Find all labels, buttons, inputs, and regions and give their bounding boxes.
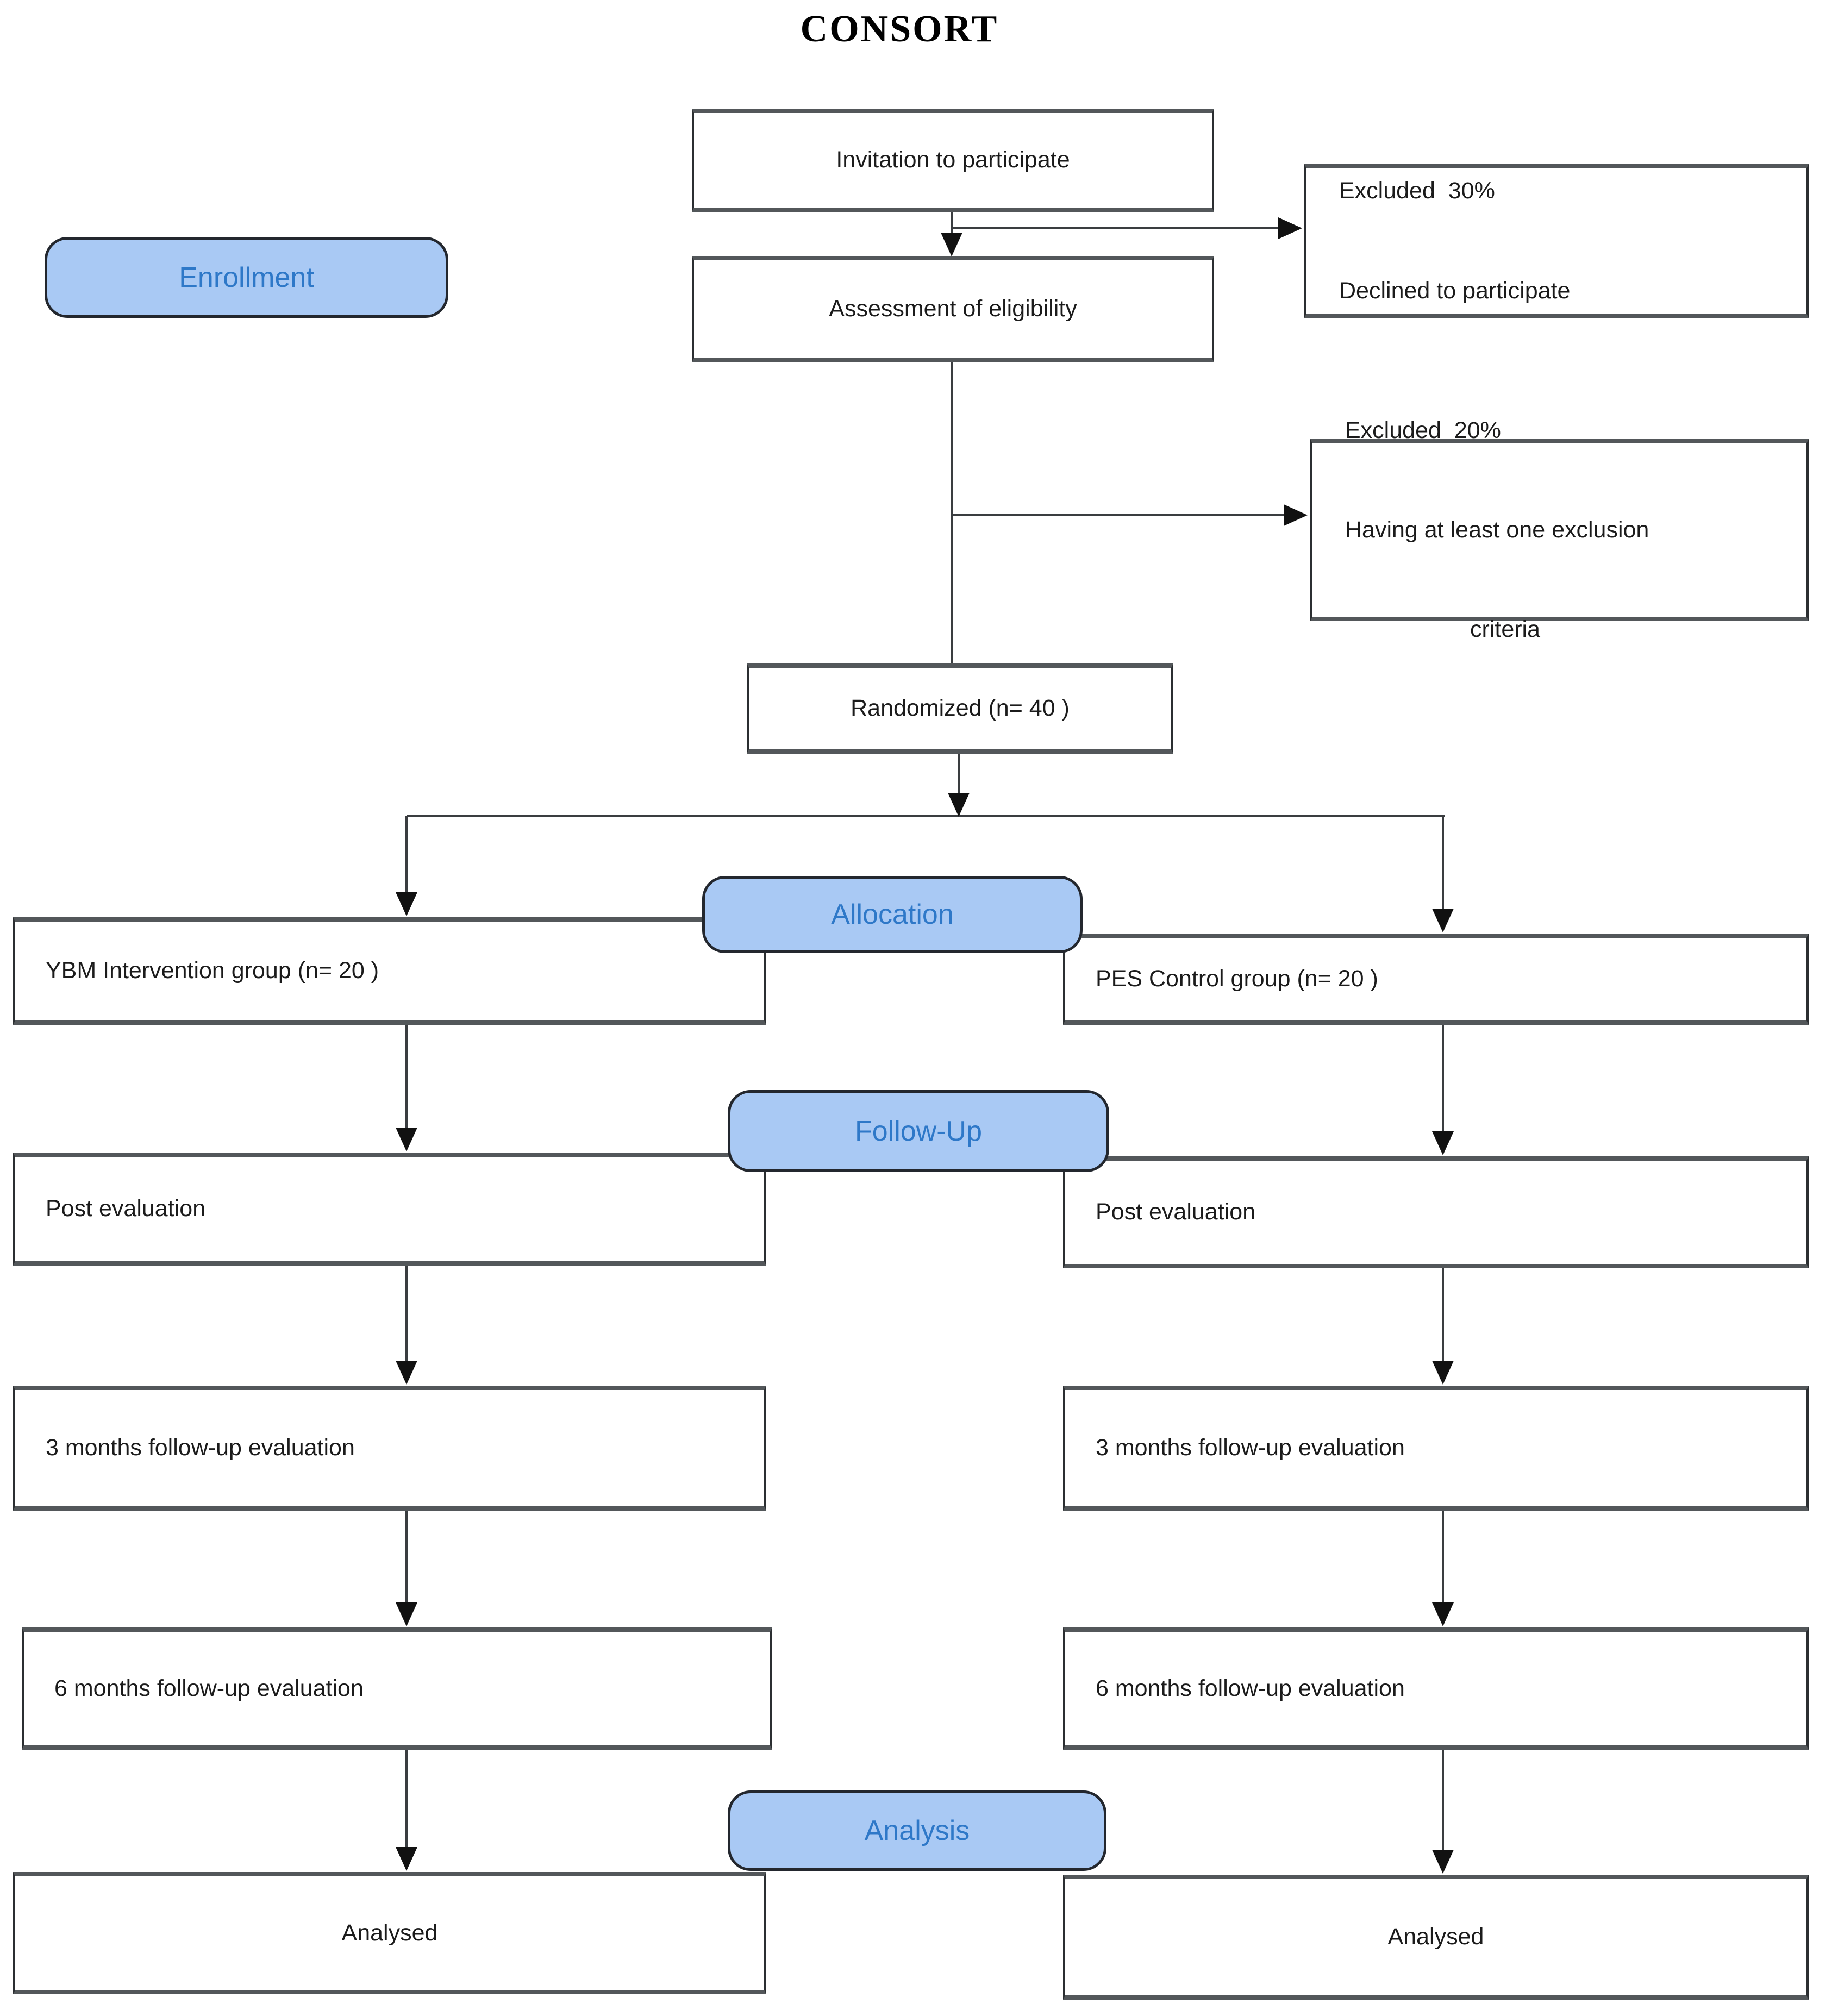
- connector-fork-control: [1442, 816, 1444, 911]
- stage-label-allocation: Allocation: [831, 899, 954, 930]
- connector-3months-6months-left: [405, 1511, 408, 1603]
- post-evaluation-left-box: Post evaluation: [13, 1153, 766, 1266]
- connector-control-post: [1442, 1025, 1444, 1133]
- connector-post-3months-right: [1442, 1268, 1444, 1361]
- excluded-20-box: Excluded 20% Having at least one exclusi…: [1310, 417, 1809, 642]
- arrowhead-analysed-right: [1432, 1850, 1454, 1874]
- connector-3months-6months-right: [1442, 1511, 1444, 1603]
- connector-fork-intervention: [405, 816, 408, 894]
- assessment-box: Assessment of eligibility: [692, 256, 1214, 362]
- arrowhead-6months-left: [396, 1602, 417, 1626]
- stage-label-followup: Follow-Up: [854, 1115, 983, 1147]
- analysed-left-box: Analysed: [13, 1872, 766, 1994]
- diagram-title: CONSORT: [800, 8, 999, 50]
- excluded-30-line2: Declined to participate: [1339, 277, 1571, 304]
- arrowhead-excluded-30: [1278, 217, 1302, 239]
- excluded-30-text: Excluded 30% Declined to participate: [1339, 108, 1570, 373]
- intervention-group-box: YBM Intervention group (n= 20 ): [13, 917, 766, 1025]
- stage-pill-enrollment: Enrollment: [45, 237, 448, 318]
- three-months-right-label: 3 months follow-up evaluation: [1096, 1435, 1405, 1461]
- excluded-20-line1: Excluded 20%: [1345, 417, 1501, 443]
- excluded-20-text: Excluded 20% Having at least one exclusi…: [1345, 348, 1649, 713]
- connector-invitation-assessment: [951, 211, 953, 237]
- three-months-left-box: 3 months follow-up evaluation: [13, 1386, 766, 1511]
- six-months-left-box: 6 months follow-up evaluation: [22, 1627, 772, 1750]
- arrowhead-post-right: [1432, 1131, 1454, 1155]
- arrowhead-6months-right: [1432, 1602, 1454, 1626]
- excluded-20-line2: Having at least one exclusion: [1345, 516, 1649, 543]
- arrowhead-invitation-assessment: [941, 233, 962, 256]
- three-months-right-box: 3 months follow-up evaluation: [1063, 1386, 1809, 1511]
- connector-assessment-randomized: [951, 361, 953, 665]
- six-months-left-label: 6 months follow-up evaluation: [54, 1675, 364, 1701]
- connector-branch-excluded-30: [953, 227, 1279, 229]
- arrowhead-intervention: [396, 892, 417, 916]
- stage-pill-allocation: Allocation: [702, 876, 1083, 953]
- arrowhead-randomized-fork: [948, 793, 970, 817]
- excluded-30-line1: Excluded 30%: [1339, 178, 1495, 204]
- arrowhead-excluded-20: [1284, 504, 1308, 526]
- post-evaluation-left-label: Post evaluation: [46, 1195, 206, 1222]
- connector-branch-excluded-20: [953, 514, 1284, 516]
- stage-pill-analysis: Analysis: [728, 1790, 1106, 1871]
- assessment-label: Assessment of eligibility: [829, 296, 1077, 322]
- arrowhead-control: [1432, 909, 1454, 932]
- invitation-box: Invitation to participate: [692, 109, 1214, 212]
- connector-6months-analysed-left: [405, 1750, 408, 1848]
- analysed-left-label: Analysed: [341, 1919, 438, 1946]
- excluded-20-line3: criteria: [1470, 616, 1541, 643]
- arrowhead-analysed-left: [396, 1847, 417, 1871]
- arrowhead-3months-left: [396, 1361, 417, 1385]
- fork-horizontal-line: [407, 815, 1445, 817]
- control-group-label: PES Control group (n= 20 ): [1096, 966, 1378, 992]
- six-months-right-label: 6 months follow-up evaluation: [1096, 1675, 1405, 1701]
- three-months-left-label: 3 months follow-up evaluation: [46, 1435, 355, 1461]
- six-months-right-box: 6 months follow-up evaluation: [1063, 1627, 1809, 1750]
- invitation-label: Invitation to participate: [836, 147, 1070, 173]
- connector-randomized-fork: [958, 753, 960, 795]
- analysed-right-box: Analysed: [1063, 1875, 1809, 2000]
- connector-post-3months-left: [405, 1266, 408, 1361]
- control-group-box: PES Control group (n= 20 ): [1063, 934, 1809, 1025]
- intervention-group-label: YBM Intervention group (n= 20 ): [46, 957, 379, 984]
- randomized-label: Randomized (n= 40 ): [851, 695, 1070, 722]
- analysed-right-label: Analysed: [1387, 1924, 1484, 1950]
- arrowhead-post-left: [396, 1128, 417, 1151]
- post-evaluation-right-box: Post evaluation: [1063, 1156, 1809, 1268]
- post-evaluation-right-label: Post evaluation: [1096, 1199, 1256, 1225]
- excluded-30-box: Excluded 30% Declined to participate: [1304, 164, 1809, 318]
- stage-pill-followup: Follow-Up: [728, 1090, 1109, 1172]
- stage-label-analysis: Analysis: [864, 1815, 970, 1846]
- connector-6months-analysed-right: [1442, 1750, 1444, 1850]
- stage-label-enrollment: Enrollment: [179, 261, 314, 293]
- randomized-box: Randomized (n= 40 ): [747, 663, 1173, 754]
- arrowhead-3months-right: [1432, 1361, 1454, 1385]
- connector-intervention-post: [405, 1025, 408, 1129]
